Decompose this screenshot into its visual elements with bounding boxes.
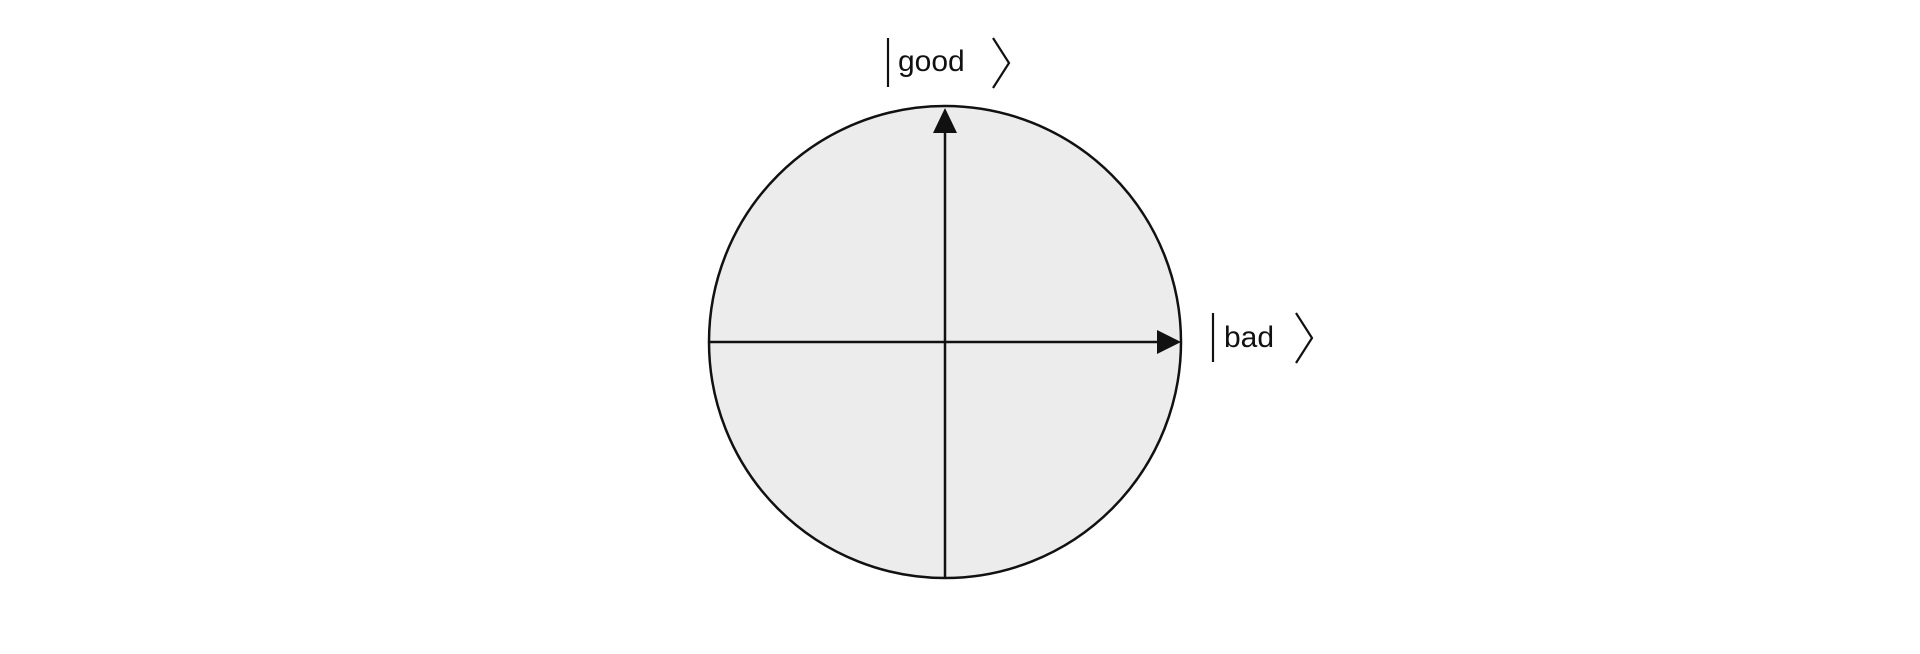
bad-arrowhead (1157, 330, 1181, 354)
good-label-text: good (898, 45, 965, 78)
good-ket-label: good (886, 37, 1011, 89)
good-arrowhead (933, 108, 957, 133)
ket-right-angle (992, 37, 1011, 89)
ket-right-angle (1295, 312, 1314, 364)
bad-vector-arrow (945, 330, 1181, 354)
good-vector-arrow (933, 108, 957, 342)
bad-ket-label: bad (1211, 312, 1314, 364)
bad-label-text: bad (1224, 321, 1274, 354)
